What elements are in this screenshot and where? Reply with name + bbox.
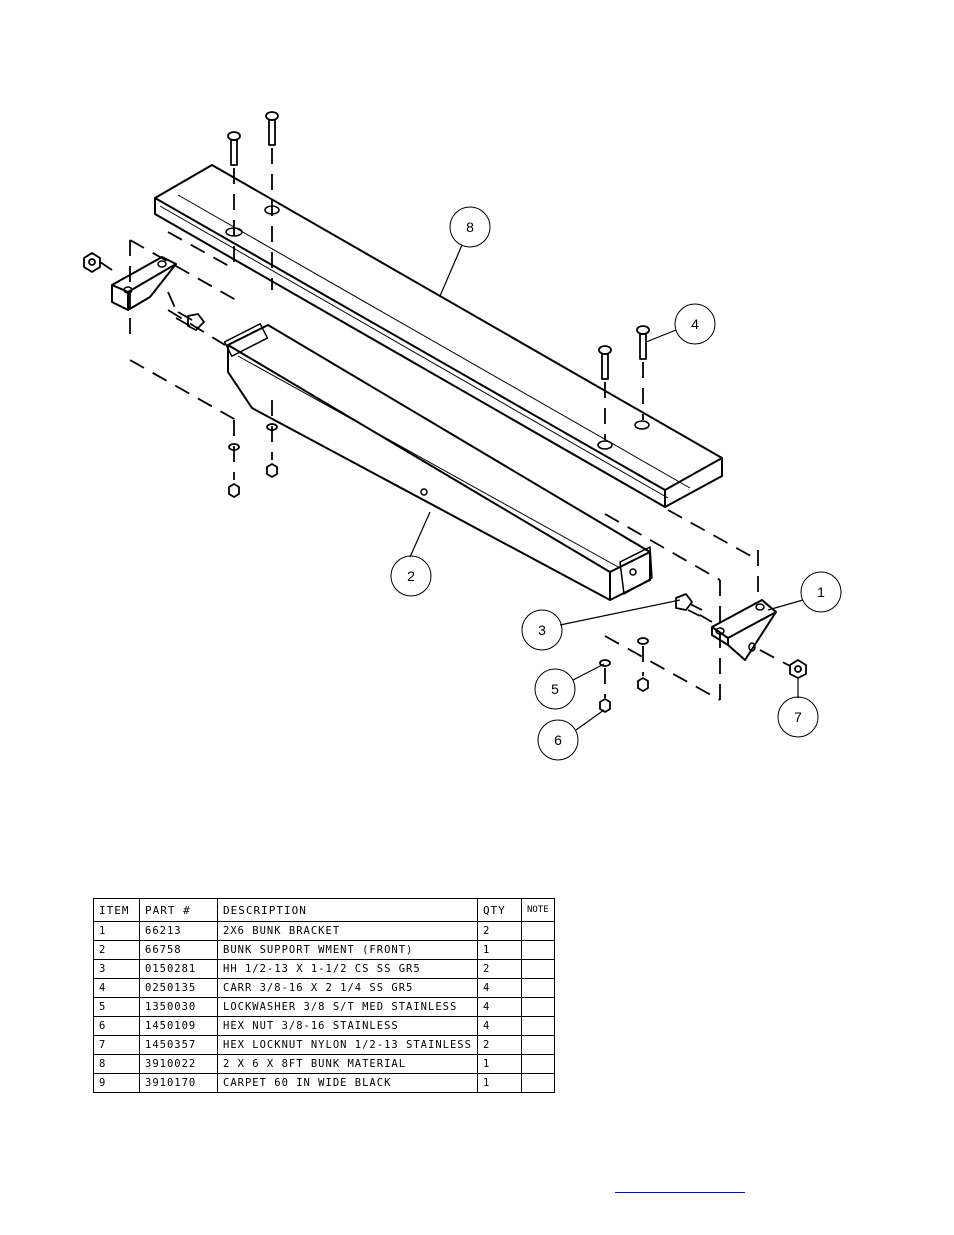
bunk-bracket-right	[711, 599, 777, 661]
bom-cell-qty: 4	[476, 978, 522, 998]
bom-cell-qty: 2	[476, 921, 522, 941]
bunk-board	[154, 164, 723, 508]
bom-cell-note	[520, 959, 555, 979]
bom-cell-description: BUNK SUPPORT WMENT (FRONT)	[217, 940, 478, 960]
bom-header-qty: QTY	[476, 898, 522, 922]
bom-cell-note	[520, 1035, 555, 1055]
bom-cell-description: HEX LOCKNUT NYLON 1/2-13 STAINLESS	[217, 1035, 478, 1055]
bom-cell-part: 1350030	[139, 997, 218, 1017]
bom-cell-qty: 2	[476, 1035, 522, 1055]
bom-cell-item: 1	[93, 921, 140, 941]
bom-cell-item: 7	[93, 1035, 140, 1055]
bom-cell-note	[520, 1054, 555, 1074]
bom-cell-qty: 1	[476, 1073, 522, 1093]
bom-cell-description: LOCKWASHER 3/8 S/T MED STAINLESS	[217, 997, 478, 1017]
callout-label: 1	[817, 584, 825, 600]
leader-lines	[409, 244, 804, 731]
bom-header-description: DESCRIPTION	[217, 898, 478, 922]
hex-head-bolts	[175, 311, 703, 617]
bom-cell-description: 2X6 BUNK BRACKET	[217, 921, 478, 941]
bom-cell-qty: 4	[476, 1016, 522, 1036]
bom-cell-part: 3910170	[139, 1073, 218, 1093]
callout-label: 7	[794, 709, 802, 725]
bom-cell-note	[520, 1016, 555, 1036]
bom-cell-note	[520, 1073, 555, 1093]
callout-circles	[390, 206, 842, 761]
bom-cell-qty: 2	[476, 959, 522, 979]
bom-cell-item: 6	[93, 1016, 140, 1036]
assembly-centerlines	[99, 148, 791, 701]
bom-cell-note	[520, 921, 555, 941]
bom-cell-item: 2	[93, 940, 140, 960]
bom-cell-qty: 1	[476, 1054, 522, 1074]
bom-cell-note	[520, 997, 555, 1017]
bom-cell-note	[520, 978, 555, 998]
hex-locknuts	[83, 252, 807, 679]
bom-cell-description: HEX NUT 3/8-16 STAINLESS	[217, 1016, 478, 1036]
callout-label: 2	[407, 568, 415, 584]
callout-label: 5	[551, 681, 559, 697]
bom-cell-description: CARR 3/8-16 X 2 1/4 SS GR5	[217, 978, 478, 998]
footer-link-underline[interactable]	[615, 1192, 745, 1193]
bom-cell-item: 3	[93, 959, 140, 979]
bom-cell-part: 0150281	[139, 959, 218, 979]
callout-labels: 8 4 1 2 3 5 6 7	[407, 219, 825, 748]
bom-cell-item: 9	[93, 1073, 140, 1093]
bom-cell-part: 3910022	[139, 1054, 218, 1074]
lockwashers-and-nuts	[228, 423, 649, 713]
exploded-assembly-diagram: 8 4 1 2 3 5 6 7	[83, 111, 842, 761]
bom-cell-item: 8	[93, 1054, 140, 1074]
bom-cell-part: 0250135	[139, 978, 218, 998]
carriage-bolts	[227, 111, 650, 380]
bunk-support-weldment	[223, 323, 653, 601]
bom-cell-part: 66758	[139, 940, 218, 960]
bom-cell-note	[520, 940, 555, 960]
bom-header-item: ITEM	[93, 898, 140, 922]
callout-label: 8	[466, 219, 474, 235]
bom-cell-description: HH 1/2-13 X 1-1/2 CS SS GR5	[217, 959, 478, 979]
bom-header-note: NOTE	[520, 898, 555, 922]
bom-header-part: PART #	[139, 898, 218, 922]
bom-cell-item: 5	[93, 997, 140, 1017]
callout-label: 6	[554, 732, 562, 748]
bunk-bracket-left	[111, 256, 177, 311]
callout-label: 4	[691, 316, 699, 332]
bom-cell-qty: 1	[476, 940, 522, 960]
bom-cell-part: 1450109	[139, 1016, 218, 1036]
bom-cell-description: 2 X 6 X 8FT BUNK MATERIAL	[217, 1054, 478, 1074]
bom-cell-item: 4	[93, 978, 140, 998]
bom-cell-description: CARPET 60 IN WIDE BLACK	[217, 1073, 478, 1093]
bom-cell-qty: 4	[476, 997, 522, 1017]
bom-cell-part: 66213	[139, 921, 218, 941]
callout-label: 3	[538, 622, 546, 638]
bom-cell-part: 1450357	[139, 1035, 218, 1055]
bom-header-row: ITEM PART # DESCRIPTION QTY NOTE	[93, 898, 555, 922]
